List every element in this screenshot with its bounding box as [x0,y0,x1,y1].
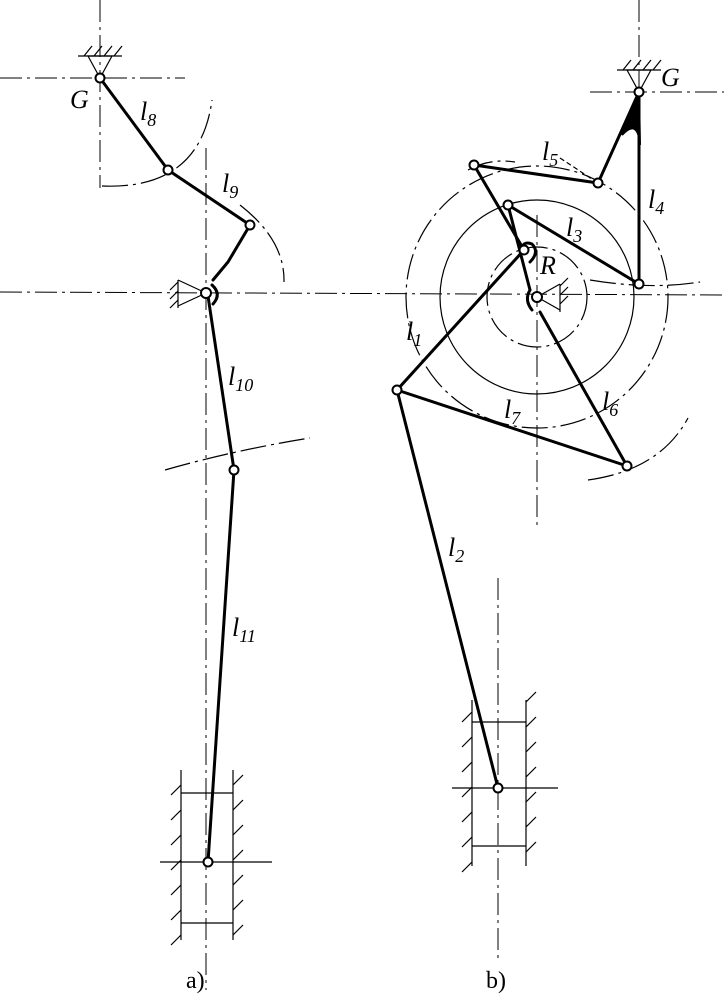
centerline-main-horizontal [0,291,724,296]
joint-b-l4-l3 [633,278,645,290]
label-l2: l2 [448,533,464,566]
label-l7: l7 [504,395,521,428]
circle-b-outer [405,165,669,429]
slider-guide-a [160,770,272,946]
label-l8: l8 [140,97,156,130]
label-l5: l5 [542,137,558,170]
joint-a-l9-end [244,219,256,231]
joint-b-slider [492,782,504,794]
joint-a-l10-l11 [228,464,240,476]
ground-symbol-b [617,59,662,94]
label-l11: l11 [232,613,256,646]
link-l11 [206,468,236,864]
label-l6: l6 [602,387,618,420]
circle-b-inner [486,246,588,348]
arc-b-l4 [589,279,701,287]
label-ground-b: G [661,63,680,92]
caption-b: b) [486,968,506,994]
link-l3 [506,203,641,286]
link-l6 [538,310,629,468]
joint-b-hook [518,244,530,256]
link-l5 [472,163,600,185]
label-l1: l1 [406,317,422,350]
fixed-pivot-a [169,279,219,309]
joint-b-l6-l7 [621,460,633,472]
mechanism-b: G R l5 l4 l3 l1 l6 l7 l2 b) [391,0,724,994]
joint-b-l3-end [502,199,514,211]
link-l9-bent [211,223,252,282]
joint-b-ground [633,86,645,98]
label-l10: l10 [228,362,253,395]
circle-b-middle [439,199,635,395]
caption-a: a) [186,968,205,994]
joint-a-slider [202,856,214,868]
joint-b-l5-l1 [468,159,480,171]
joint-a-ground [94,72,106,84]
label-l4: l4 [648,185,664,218]
arc-a-l9 [239,204,285,283]
arc-a-l10 [164,437,311,471]
link-l1 [395,248,526,392]
link-l10 [206,294,236,472]
joint-b-pivot-r [531,291,543,303]
link-l7 [395,388,629,468]
joint-a-pivot [200,287,212,299]
arc-b-l7 [587,417,689,481]
link-l4-arm [596,90,641,185]
label-ground-a: G [70,85,89,114]
link-l8 [98,76,170,172]
joint-b-l1-l7 [391,384,403,396]
joint-b-l4-l5 [592,177,604,189]
bellcrank-gusset [621,91,641,146]
label-pivot-r: R [539,251,556,280]
link-l2 [395,388,500,790]
ground-symbol-a [78,45,123,80]
slider-guide-b [452,691,558,873]
label-l9: l9 [222,169,238,202]
joint-a-l8-l9 [162,164,174,176]
link-l9 [166,168,252,227]
arc-a-l8 [101,99,213,187]
link-l3-short [506,203,532,292]
label-l3: l3 [566,213,582,246]
